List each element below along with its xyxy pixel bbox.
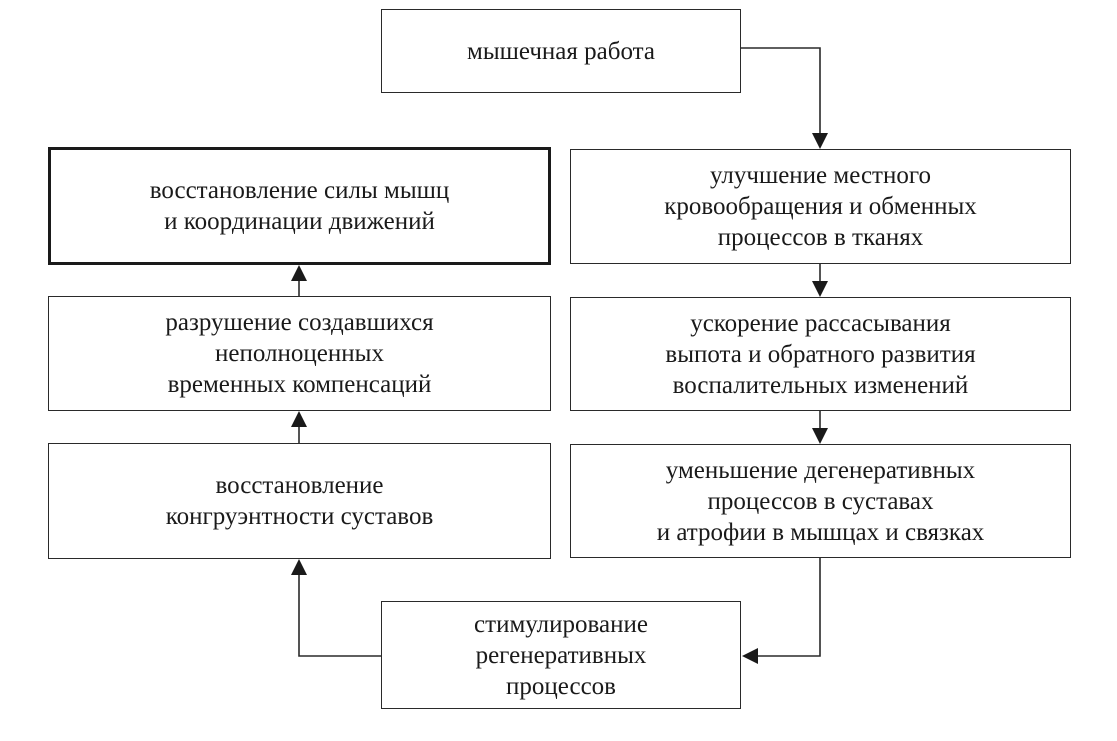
- arrowhead-congruence: [291, 559, 307, 575]
- box-muscle-work: мышечная работа: [381, 9, 741, 93]
- arrow-muscle-to-circulation: [741, 47, 821, 134]
- box-resorption: ускорение рассасывания выпота и обратног…: [570, 297, 1071, 411]
- box-compensation-breakdown: разрушение создавшихся неполноценных вре…: [48, 296, 551, 411]
- arrowhead-degeneration: [812, 428, 828, 444]
- box-resorption-label: ускорение рассасывания выпота и обратног…: [665, 309, 976, 399]
- arrowhead-regeneration: [742, 648, 758, 664]
- box-compensation-breakdown-label: разрушение создавшихся неполноценных вре…: [165, 309, 434, 398]
- box-degeneration-reduction-label: уменьшение дегенеративных процессов в су…: [656, 456, 985, 546]
- box-congruence: восстановление конгруэнтности суставов: [48, 443, 551, 559]
- box-strength-restoration-label: восстановление силы мышц и координации д…: [149, 177, 450, 235]
- arrowhead-strength: [291, 265, 307, 281]
- box-muscle-work-label: мышечная работа: [467, 37, 655, 65]
- arrow-degeneration-to-regeneration: [755, 558, 821, 657]
- arrowhead-compensation: [291, 411, 307, 427]
- box-strength-restoration: восстановление силы мышц и координации д…: [48, 147, 551, 265]
- box-blood-circulation: улучшение местного кровообращения и обме…: [570, 149, 1071, 264]
- box-degeneration-reduction: уменьшение дегенеративных процессов в су…: [570, 444, 1071, 558]
- arrowhead-circulation: [812, 133, 828, 149]
- arrow-regeneration-to-congruence: [298, 575, 381, 657]
- arrowhead-resorption: [812, 281, 828, 297]
- box-congruence-label: восстановление конгруэнтности суставов: [165, 472, 434, 530]
- box-blood-circulation-label: улучшение местного кровообращения и обме…: [664, 162, 977, 251]
- box-regeneration-label: стимулирование регенеративных процессов: [474, 610, 648, 700]
- box-regeneration: стимулирование регенеративных процессов: [381, 601, 741, 709]
